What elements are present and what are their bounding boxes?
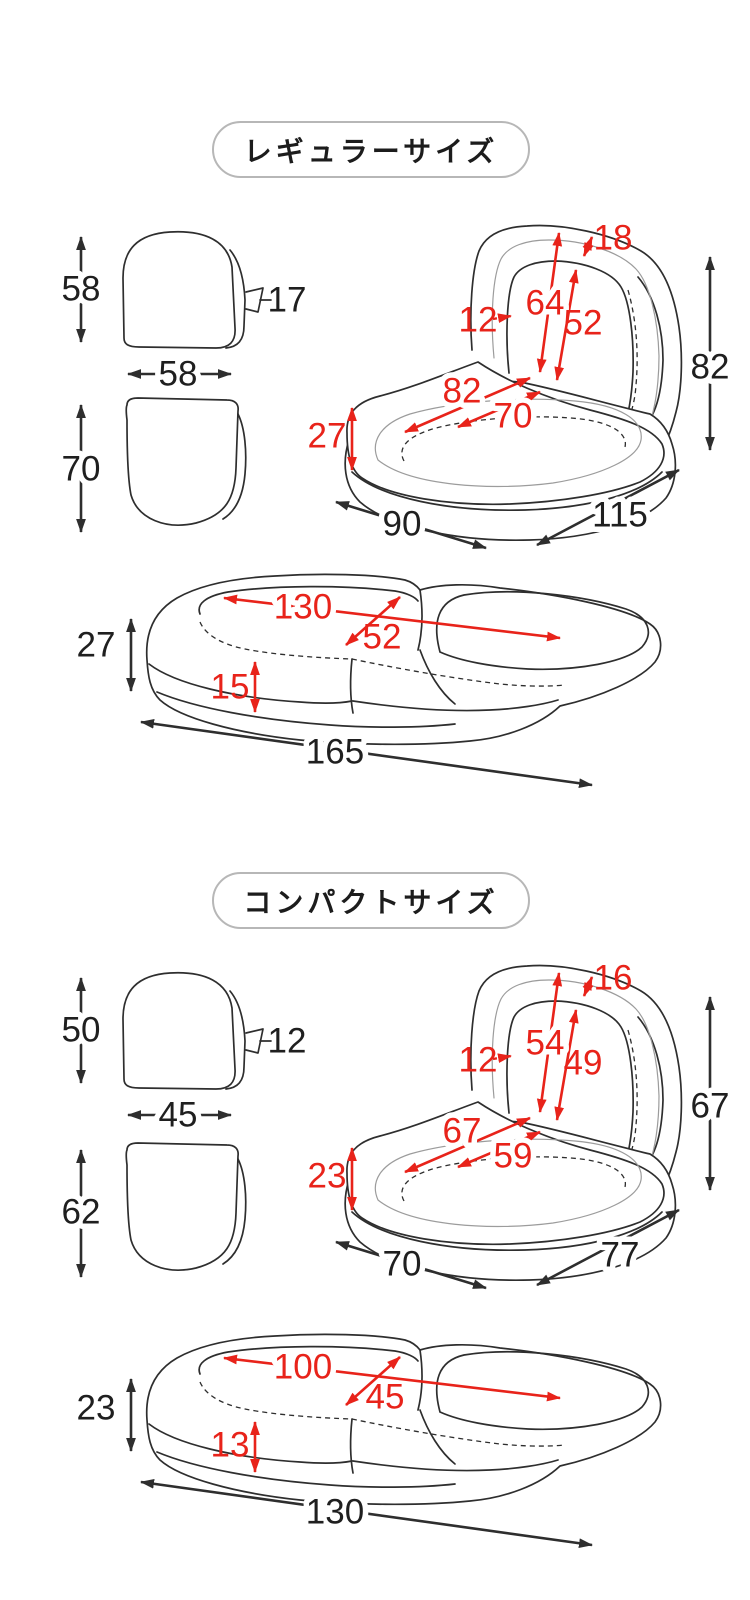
compact-back-height-label: 50 [62,1011,101,1050]
compact-seat-outer-width-label: 67 [443,1112,482,1151]
compact-total-height-label: 67 [691,1087,730,1126]
regular-back-height-label: 58 [62,270,101,309]
compact-seat-depth-label: 62 [62,1193,101,1232]
compact-seat-thickness-label: 23 [308,1157,347,1196]
compact-seat-inner-width-label: 59 [494,1137,533,1176]
regular-flat-inner-depth-label: 52 [363,618,402,657]
regular-back-width-label: 58 [159,355,198,394]
compact-back-top-depth-label: 16 [594,959,633,998]
compact-back-thickness-side-label: 12 [459,1041,498,1080]
compact-back-thickness-label: 12 [268,1022,307,1061]
regular-back-thickness-label: 17 [268,281,307,320]
regular-seat-inner-width-label: 70 [494,397,533,436]
regular-flat-total-length-label: 165 [306,733,364,772]
regular-total-width-label: 115 [592,496,648,535]
regular-back-top-depth-label: 18 [594,219,633,258]
compact-flat-total-length-label: 130 [306,1493,364,1532]
compact-flat-inner-depth-label: 45 [366,1378,405,1417]
regular-size-title-text: レギュラーサイズ [243,135,499,167]
compact-seat-cushion-top-view [81,1143,246,1277]
regular-assembled-chair-view [336,226,710,548]
compact-size-title: コンパクトサイズ [212,872,530,929]
compact-flat-thickness-label: 23 [77,1389,116,1428]
regular-seat-depth-label: 70 [62,450,101,489]
compact-back-outer-length-label: 54 [526,1024,565,1063]
compact-total-width-label: 77 [601,1236,640,1275]
regular-back-outer-length-label: 64 [526,284,565,323]
compact-total-depth-label: 70 [383,1245,422,1284]
regular-flat-thickness-label: 27 [77,626,116,665]
compact-back-inner-height-label: 49 [564,1044,603,1083]
compact-size-title-text: コンパクトサイズ [243,886,499,918]
regular-back-thickness-side-label: 12 [459,301,498,340]
regular-flat-inner-length-label: 130 [274,588,332,627]
regular-back-cushion-front-view [81,232,271,374]
compact-back-width-label: 45 [159,1096,198,1135]
regular-flat-base-thickness-label: 15 [211,668,250,707]
regular-seat-thickness-label: 27 [308,417,347,456]
compact-flat-base-thickness-label: 13 [211,1426,250,1465]
regular-size-title: レギュラーサイズ [212,121,530,178]
regular-seat-cushion-top-view [81,398,246,532]
compact-assembled-chair-view [336,966,710,1288]
regular-back-inner-height-label: 52 [564,304,603,343]
compact-back-cushion-front-view [81,973,271,1115]
regular-total-depth-label: 90 [383,505,422,544]
regular-seat-outer-width-label: 82 [443,372,482,411]
regular-total-height-label: 82 [691,348,730,387]
compact-flat-inner-length-label: 100 [274,1348,332,1387]
